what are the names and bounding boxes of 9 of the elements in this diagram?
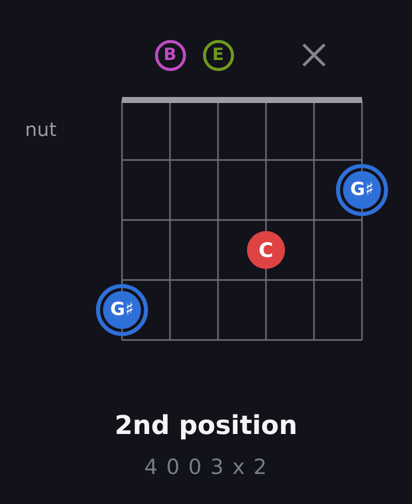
open-string-marker: E	[202, 40, 234, 70]
cross-icon	[302, 43, 326, 67]
chord-fingering-caption: 4 0 0 3 x 2	[144, 455, 268, 479]
open-string-marker: B	[154, 40, 186, 70]
nut-label: nut	[25, 119, 57, 141]
root-finger-dot: G♯	[96, 284, 148, 336]
chord-position-title: 2nd position	[114, 411, 298, 441]
root-finger-dot: G♯	[336, 164, 388, 216]
finger-dot: C	[247, 231, 285, 269]
